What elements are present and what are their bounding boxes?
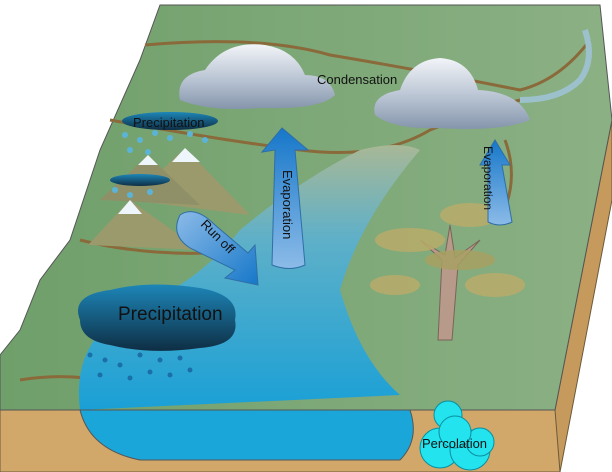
run-off-arrow[interactable] (176, 211, 259, 286)
small-rain-cloud-2 (110, 174, 170, 186)
label-percolation: Percolation (422, 436, 487, 451)
evaporation-arrow-right[interactable] (479, 139, 513, 226)
rain-drops (87, 352, 193, 381)
label-evaporation-right: Evaporation (481, 146, 495, 210)
small-rain-cloud (122, 112, 218, 130)
large-rain-cloud (78, 284, 236, 351)
lake-basin (79, 409, 414, 461)
cloud-left (179, 44, 335, 109)
cloud-right (374, 58, 530, 129)
tree (370, 203, 525, 341)
percolation-bubbles (419, 400, 495, 471)
label-condensation: Condensation (317, 72, 397, 87)
snow-drops (112, 130, 208, 198)
evaporation-arrow-left[interactable] (260, 127, 310, 269)
label-evaporation-left: Evaporation (280, 170, 295, 239)
river (519, 29, 592, 103)
label-precipitation-large: Precipitation (118, 304, 223, 325)
label-precipitation-small: Precipitation (133, 115, 205, 130)
